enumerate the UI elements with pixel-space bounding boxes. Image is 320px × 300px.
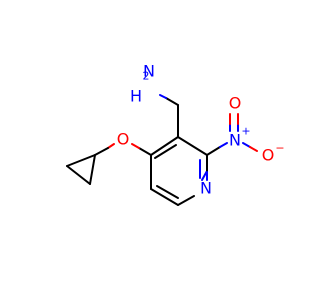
molecule-canvas: H 2 N N + O O − O N	[66, 62, 285, 206]
nitro-n-charge: +	[241, 125, 250, 138]
nitro-o-top-label: O	[229, 94, 242, 113]
bond-c2-c3	[177, 136, 208, 156]
bond-cp-3-1	[66, 154, 96, 167]
bond-c5-c6	[150, 188, 179, 206]
amine-label: H 2 N	[130, 62, 155, 106]
nitro-o-charge: −	[275, 142, 284, 155]
pyridine-ring	[150, 136, 208, 206]
nitro-n-label: N	[229, 131, 241, 150]
bond-c3-c4-inner	[154, 144, 177, 159]
bond-c3-c4	[150, 136, 179, 156]
bond-c2-nitro-n-b	[219, 142, 228, 148]
bond-c4-o-b	[131, 143, 140, 149]
molecule-structure: H 2 N N + O O − O N	[66, 62, 285, 206]
amine-h2-subscript: 2	[143, 70, 150, 83]
bond-cp-2-3	[66, 165, 91, 185]
bond-c2-nitro-n-a	[206, 146, 221, 156]
amine-h-label: H	[130, 87, 142, 106]
bond-nitro-n-o-right-a	[242, 142, 251, 148]
aminomethyl-group	[159, 94, 179, 138]
nitro-o-right-label: O	[262, 146, 275, 165]
amine-n-label: N	[143, 62, 155, 81]
bond-o-cp-a	[107, 143, 115, 149]
bond-c6-n1	[177, 195, 195, 206]
bond-cp-1-2	[89, 154, 96, 185]
ring-n-label: N	[200, 179, 212, 198]
ether-o-label: O	[117, 130, 130, 149]
cyclopropoxy-group	[66, 143, 152, 185]
bond-ch2-n	[165, 97, 179, 106]
nitro-group	[206, 113, 258, 156]
bond-c5-c6-inner	[156, 185, 179, 199]
bond-ch2-n-b	[159, 94, 167, 99]
bond-o-cp-b	[94, 147, 109, 156]
bond-nitro-n-o-right-b	[249, 146, 258, 152]
bond-c4-o-a	[138, 147, 152, 156]
